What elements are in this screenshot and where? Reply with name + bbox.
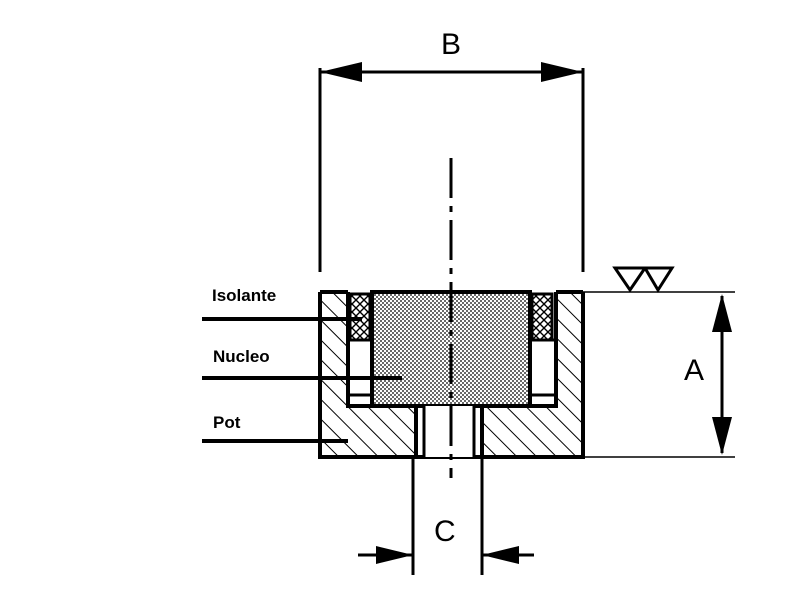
double-triangle-finish-mark-icon	[612, 266, 675, 293]
core-label: Nucleo	[213, 347, 270, 366]
pot-label: Pot	[213, 413, 241, 432]
insulator-label: Isolante	[212, 286, 276, 305]
dimension-a	[583, 291, 735, 458]
dimension-b	[318, 62, 585, 272]
dimension-b-label: B	[441, 28, 461, 61]
dimension-a-label: A	[684, 354, 704, 387]
dimension-c	[358, 457, 534, 575]
dimension-c-label: C	[434, 515, 456, 548]
